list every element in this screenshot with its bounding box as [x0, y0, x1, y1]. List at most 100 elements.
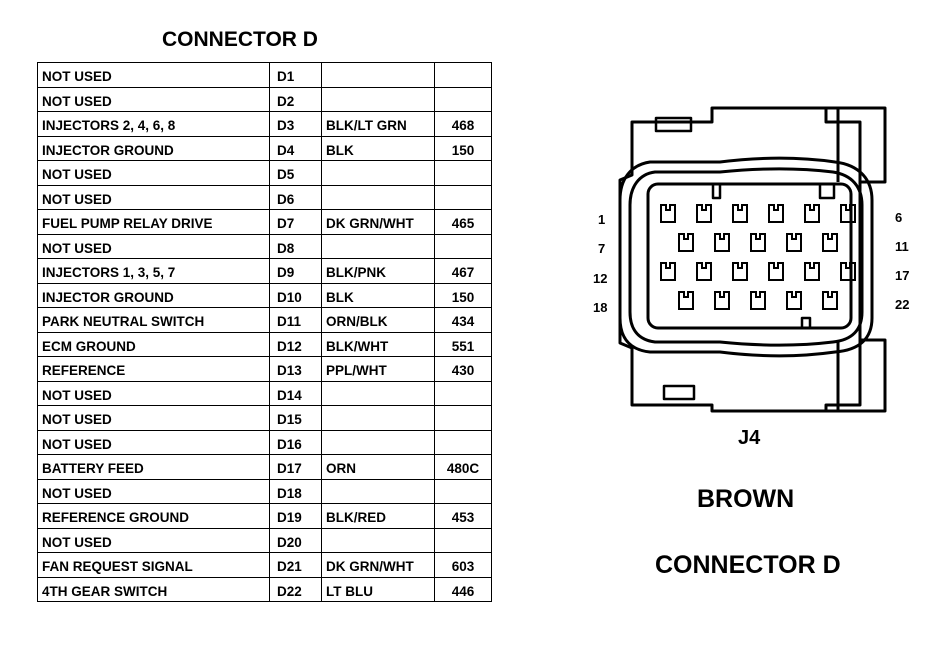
pin-cavity-1 [660, 204, 676, 223]
connector-color-label: BROWN [697, 485, 795, 513]
pin-cavity-2 [696, 204, 712, 223]
pin-function: NOT USED [37, 527, 270, 553]
circuit-number [434, 184, 492, 210]
pin-cavity-5 [804, 204, 820, 223]
pin-id: D17 [269, 454, 322, 480]
wire-color: BLK/LT GRN [321, 111, 435, 137]
circuit-number: 551 [434, 331, 492, 357]
circuit-number [434, 86, 492, 112]
wire-color [321, 160, 435, 186]
wire-color: PPL/WHT [321, 356, 435, 382]
circuit-number [434, 233, 492, 259]
pin-label-18: 18 [593, 300, 607, 315]
pin-function: INJECTOR GROUND [37, 135, 270, 161]
connector-id-label: J4 [738, 427, 761, 449]
pin-id: D21 [269, 552, 322, 578]
pin-cavity-17 [840, 262, 856, 281]
pin-id: D18 [269, 478, 322, 504]
pin-cavity-18 [678, 291, 694, 310]
pin-cavity-20 [750, 291, 766, 310]
pin-id: D4 [269, 135, 322, 161]
pin-function: FAN REQUEST SIGNAL [37, 552, 270, 578]
connector-name-label: CONNECTOR D [655, 551, 841, 579]
wire-color: DK GRN/WHT [321, 209, 435, 235]
pin-cavity-4 [768, 204, 784, 223]
wire-color: BLK/RED [321, 503, 435, 529]
pin-function: NOT USED [37, 380, 270, 406]
wire-color [321, 233, 435, 259]
wire-color [321, 380, 435, 406]
wire-color: BLK/WHT [321, 331, 435, 357]
wire-color: BLK [321, 135, 435, 161]
pin-function: NOT USED [37, 184, 270, 210]
pin-id: D22 [269, 576, 322, 602]
pin-id: D16 [269, 429, 322, 455]
pin-cavity-7 [678, 233, 694, 252]
circuit-number: 468 [434, 111, 492, 137]
wire-color [321, 405, 435, 431]
pin-cavity-16 [804, 262, 820, 281]
wire-color [321, 184, 435, 210]
pin-label-1: 1 [598, 212, 605, 227]
circuit-number [434, 527, 492, 553]
wire-color [321, 86, 435, 112]
pin-function: NOT USED [37, 62, 270, 88]
pin-function: INJECTORS 2, 4, 6, 8 [37, 111, 270, 137]
wire-color [321, 478, 435, 504]
pin-id: D5 [269, 160, 322, 186]
circuit-number: 465 [434, 209, 492, 235]
pin-id: D14 [269, 380, 322, 406]
pin-cavity-9 [750, 233, 766, 252]
pin-cavity-21 [786, 291, 802, 310]
pin-function: NOT USED [37, 478, 270, 504]
pin-cavity-22 [822, 291, 838, 310]
pin-cavity-8 [714, 233, 730, 252]
pin-cavity-12 [660, 262, 676, 281]
pin-id: D11 [269, 307, 322, 333]
pin-function: REFERENCE GROUND [37, 503, 270, 529]
wire-color [321, 62, 435, 88]
table-title: CONNECTOR D [162, 28, 318, 51]
connector-face [646, 182, 853, 330]
circuit-number: 150 [434, 282, 492, 308]
pin-function: PARK NEUTRAL SWITCH [37, 307, 270, 333]
pin-id: D15 [269, 405, 322, 431]
pin-id: D7 [269, 209, 322, 235]
pin-cavity-19 [714, 291, 730, 310]
circuit-number: 430 [434, 356, 492, 382]
circuit-number: 150 [434, 135, 492, 161]
pin-cavity-14 [732, 262, 748, 281]
wire-color: LT BLU [321, 576, 435, 602]
circuit-number [434, 380, 492, 406]
pin-cavity-15 [768, 262, 784, 281]
pin-function: NOT USED [37, 233, 270, 259]
wire-color [321, 429, 435, 455]
wire-color: DK GRN/WHT [321, 552, 435, 578]
connector-latch [826, 106, 887, 413]
pin-id: D12 [269, 331, 322, 357]
pin-cavity-6 [840, 204, 856, 223]
circuit-number: 434 [434, 307, 492, 333]
pin-label-7: 7 [598, 241, 605, 256]
wire-color: BLK/PNK [321, 258, 435, 284]
pin-id: D9 [269, 258, 322, 284]
circuit-number [434, 478, 492, 504]
pin-cavity-3 [732, 204, 748, 223]
circuit-number: 480C [434, 454, 492, 480]
pin-function: NOT USED [37, 405, 270, 431]
pin-id: D3 [269, 111, 322, 137]
pin-label-22: 22 [895, 297, 909, 312]
circuit-number [434, 160, 492, 186]
pin-label-12: 12 [593, 271, 607, 286]
